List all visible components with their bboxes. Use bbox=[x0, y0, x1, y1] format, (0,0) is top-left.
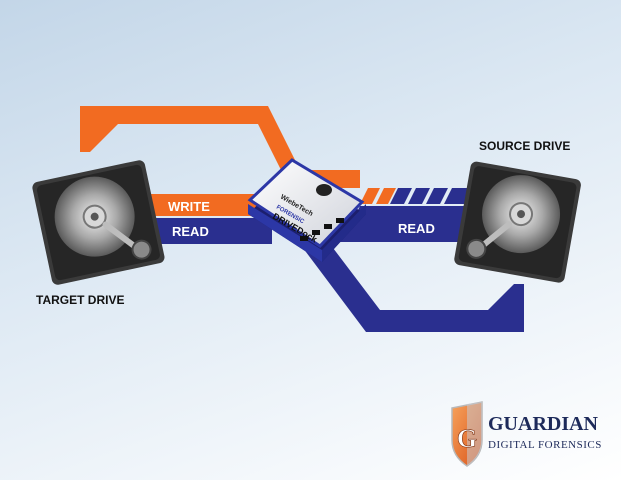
read-label-left: READ bbox=[172, 224, 209, 239]
write-blocker-device: WiebeTech FORENSIC DRIVEDock bbox=[247, 158, 366, 262]
guardian-logo: G GUARDIAN DIGITAL FORENSICS bbox=[451, 401, 602, 467]
read-label-right: READ bbox=[398, 221, 435, 236]
target-drive-hdd bbox=[32, 160, 165, 285]
logo-tagline: DIGITAL FORENSICS bbox=[488, 439, 602, 451]
source-drive-label: SOURCE DRIVE bbox=[479, 139, 570, 153]
svg-text:G: G bbox=[457, 424, 477, 453]
write-label: WRITE bbox=[168, 199, 210, 214]
logo-name: GUARDIAN bbox=[488, 413, 599, 435]
write-path-stripes bbox=[360, 188, 396, 204]
target-drive-label: TARGET DRIVE bbox=[36, 293, 124, 307]
read-path-return bbox=[300, 244, 524, 332]
source-drive-hdd bbox=[454, 161, 581, 283]
